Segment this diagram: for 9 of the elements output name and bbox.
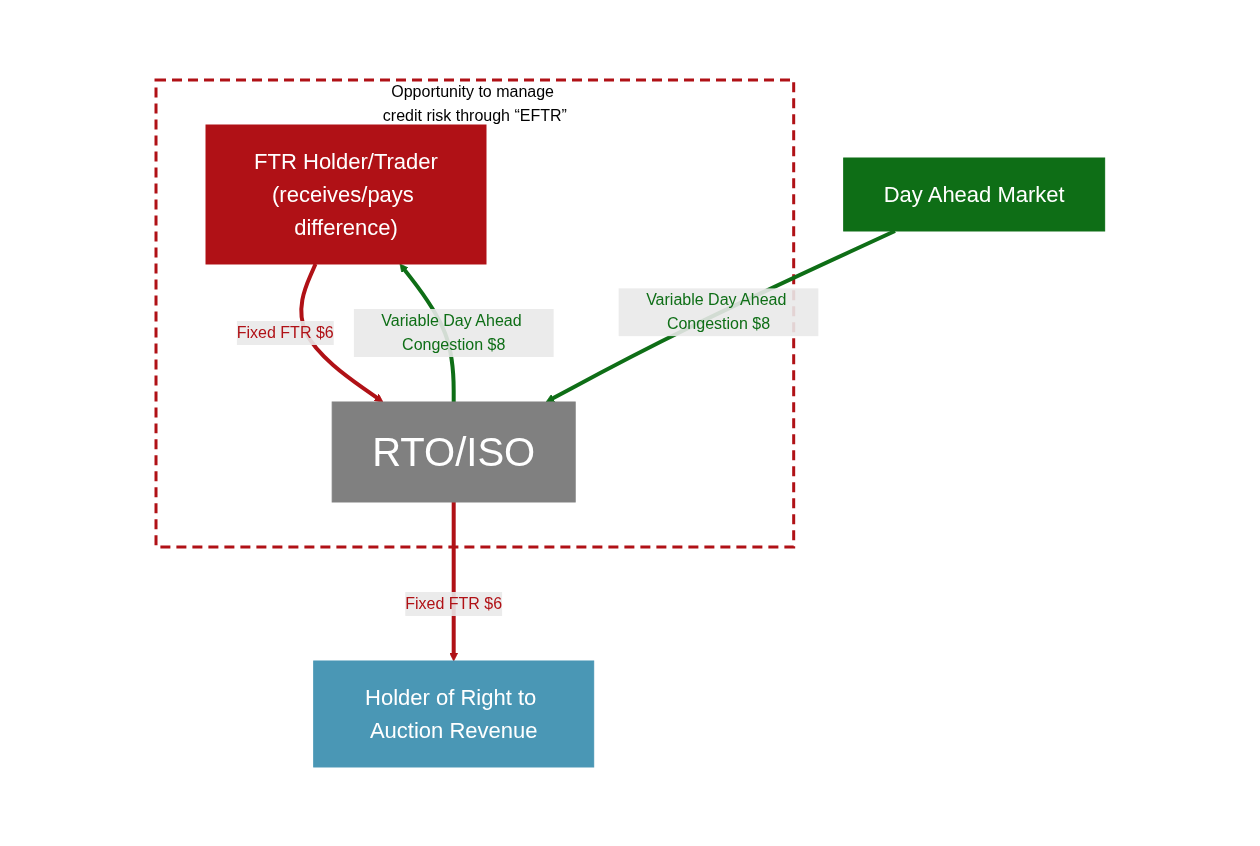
arrow xyxy=(299,262,383,402)
node-box: Day Ahead Market xyxy=(842,157,1105,231)
node-box: RTO/ISO xyxy=(331,401,576,502)
node-box: Holder of Right to Auction Revenue xyxy=(312,660,594,767)
edge-label: Variable Day Ahead Congestion $8 xyxy=(645,290,787,332)
edge-label: Fixed FTR $6 xyxy=(236,323,334,341)
node-box: FTR Holder/Trader (receives/pays difference) xyxy=(205,124,487,264)
edge-label: Variable Day Ahead Congestion $8 xyxy=(381,311,522,353)
edge-label: Fixed FTR $6 xyxy=(404,594,502,612)
